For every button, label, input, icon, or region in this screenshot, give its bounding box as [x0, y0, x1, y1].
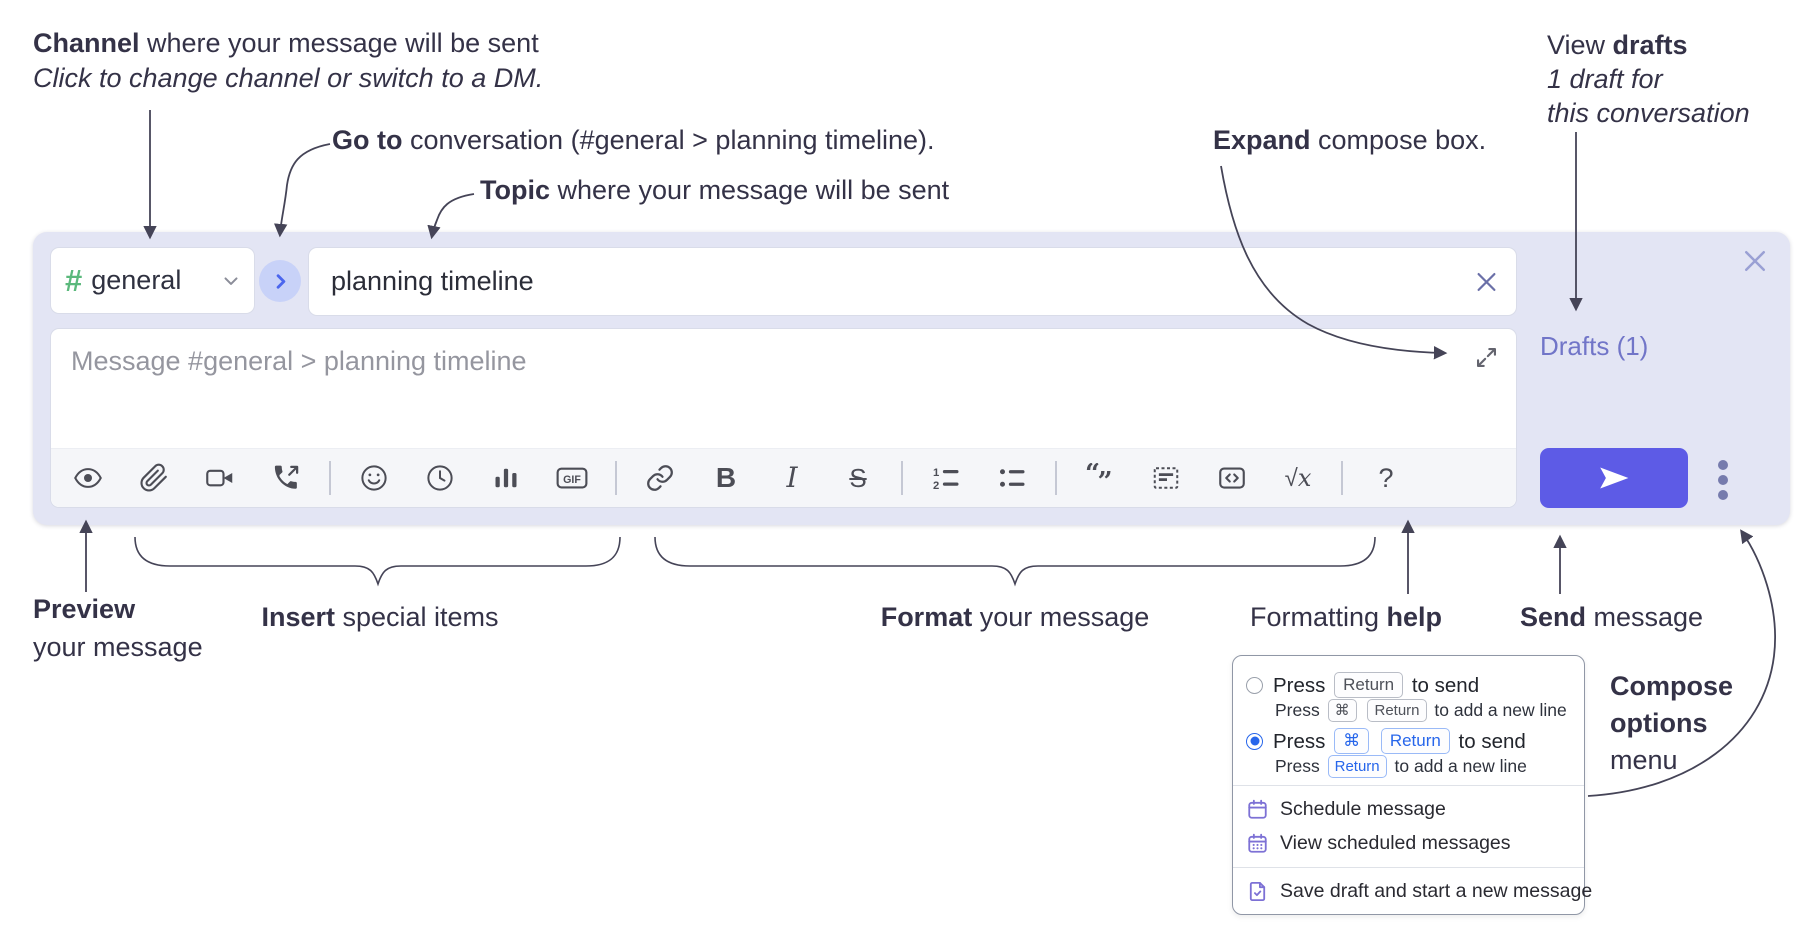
preview-annotation: Preview your message	[33, 594, 203, 662]
send-button[interactable]	[1540, 448, 1688, 508]
bold-icon[interactable]: B	[693, 453, 759, 503]
help-icon[interactable]: ?	[1353, 453, 1419, 503]
topic-input-wrapper	[308, 247, 1517, 316]
expand-compose-button[interactable]	[1471, 342, 1502, 373]
compose-options-button[interactable]	[1701, 458, 1745, 502]
cmd-keycap: ⌘	[1327, 699, 1357, 722]
clear-x-icon	[1473, 272, 1500, 298]
save-draft-icon	[1246, 880, 1269, 903]
format-annotation: Format your message	[880, 602, 1150, 632]
clock-icon[interactable]	[407, 453, 473, 503]
menu-item-save-draft[interactable]: Save draft and start a new message	[1246, 874, 1592, 908]
svg-text:GIF: GIF	[563, 474, 581, 486]
quote-icon[interactable]: “”	[1067, 453, 1133, 503]
drafts-link[interactable]: Drafts (1)	[1540, 331, 1649, 361]
close-compose-button[interactable]	[1738, 244, 1772, 278]
ellipsis-dot	[1718, 490, 1728, 500]
expand-annotation: Expand compose box.	[1213, 125, 1487, 155]
channel-hash-icon: #	[65, 263, 83, 298]
return-keycap: Return	[1327, 755, 1387, 778]
menu-item-view-scheduled[interactable]: View scheduled messages	[1246, 826, 1570, 860]
video-camera-icon[interactable]	[187, 453, 253, 503]
attach-paperclip-icon[interactable]	[121, 453, 187, 503]
send-option-return-subtext: Press ⌘ Return to add a new line	[1275, 699, 1567, 722]
link-icon[interactable]	[627, 453, 693, 503]
toolbar-divider	[615, 461, 617, 495]
svg-text:”: ”	[1098, 466, 1113, 493]
spoiler-icon[interactable]	[1133, 453, 1199, 503]
bulleted-list-icon[interactable]	[979, 453, 1045, 503]
popup-divider	[1233, 867, 1584, 868]
topic-input[interactable]	[309, 248, 1516, 315]
math-icon[interactable]: √x	[1265, 453, 1331, 503]
topic-clear-button[interactable]	[1471, 266, 1502, 297]
send-annotation: Send message	[1520, 602, 1704, 632]
toolbar-divider	[329, 461, 331, 495]
calendar-grid-icon	[1246, 832, 1269, 855]
preview-eye-icon[interactable]	[55, 453, 121, 503]
cmd-keycap: ⌘	[1334, 728, 1370, 754]
ellipsis-dot	[1718, 460, 1728, 470]
channel-name: general	[91, 265, 182, 295]
calendar-icon	[1246, 798, 1269, 821]
format-brace	[654, 536, 1376, 587]
expand-arrows-icon	[1473, 347, 1500, 374]
svg-text:1: 1	[933, 467, 939, 479]
chevron-right-icon	[269, 270, 292, 293]
poll-bar-chart-icon[interactable]	[473, 453, 539, 503]
ellipsis-dot	[1718, 475, 1728, 485]
compose-options-annotation: Compose options menu	[1610, 671, 1734, 775]
return-keycap: Return	[1367, 699, 1427, 722]
view-drafts-annotation: View drafts 1 draft for this conversatio…	[1547, 30, 1750, 128]
send-option-cmd-return[interactable]: Press ⌘ Return to send	[1246, 728, 1570, 754]
return-keycap: Return	[1334, 672, 1404, 698]
formatting-help-annotation: Formatting help	[1250, 602, 1443, 632]
insert-brace	[134, 536, 621, 587]
goto-conversation-button[interactable]	[259, 260, 301, 302]
gif-icon[interactable]: GIF	[539, 453, 605, 503]
return-keycap: Return	[1380, 728, 1450, 754]
goto-annotation: Go to conversation (#general > planning …	[332, 125, 935, 155]
phone-call-icon[interactable]	[253, 453, 319, 503]
channel-selector[interactable]: # general	[50, 247, 255, 314]
send-option-return[interactable]: Press Return to send	[1246, 672, 1570, 698]
close-x-icon	[1740, 251, 1770, 279]
italic-icon[interactable]: I	[759, 453, 825, 503]
toolbar-divider	[1341, 461, 1343, 495]
chevron-down-icon	[220, 270, 242, 292]
svg-text:2: 2	[933, 480, 939, 492]
topic-annotation: Topic where your message will be sent	[480, 175, 950, 205]
topic-arrow	[427, 193, 475, 240]
radio-unselected-icon[interactable]	[1246, 676, 1263, 694]
goto-arrow	[273, 143, 331, 238]
toolbar-divider	[901, 461, 903, 495]
message-box: GIF BIS 12 “” √x?	[50, 328, 1517, 508]
popup-divider	[1233, 785, 1584, 786]
toolbar-divider	[1055, 461, 1057, 495]
message-input[interactable]	[51, 329, 1516, 449]
send-option-cmd-return-subtext: Press Return to add a new line	[1275, 755, 1527, 778]
compose-box: # general	[33, 232, 1790, 525]
emoji-smiley-icon[interactable]	[341, 453, 407, 503]
channel-annotation: Channel where your message will be sent …	[33, 28, 544, 93]
insert-annotation: Insert special items	[261, 602, 499, 632]
send-plane-icon	[1596, 460, 1632, 496]
menu-item-schedule-message[interactable]: Schedule message	[1246, 792, 1570, 826]
compose-options-popup: Press Return to send Press ⌘ Return to a…	[1232, 655, 1592, 915]
radio-selected-icon[interactable]	[1246, 732, 1263, 750]
svg-text:“: “	[1085, 463, 1100, 489]
strikethrough-icon[interactable]: S	[825, 453, 891, 503]
code-block-icon[interactable]	[1199, 453, 1265, 503]
